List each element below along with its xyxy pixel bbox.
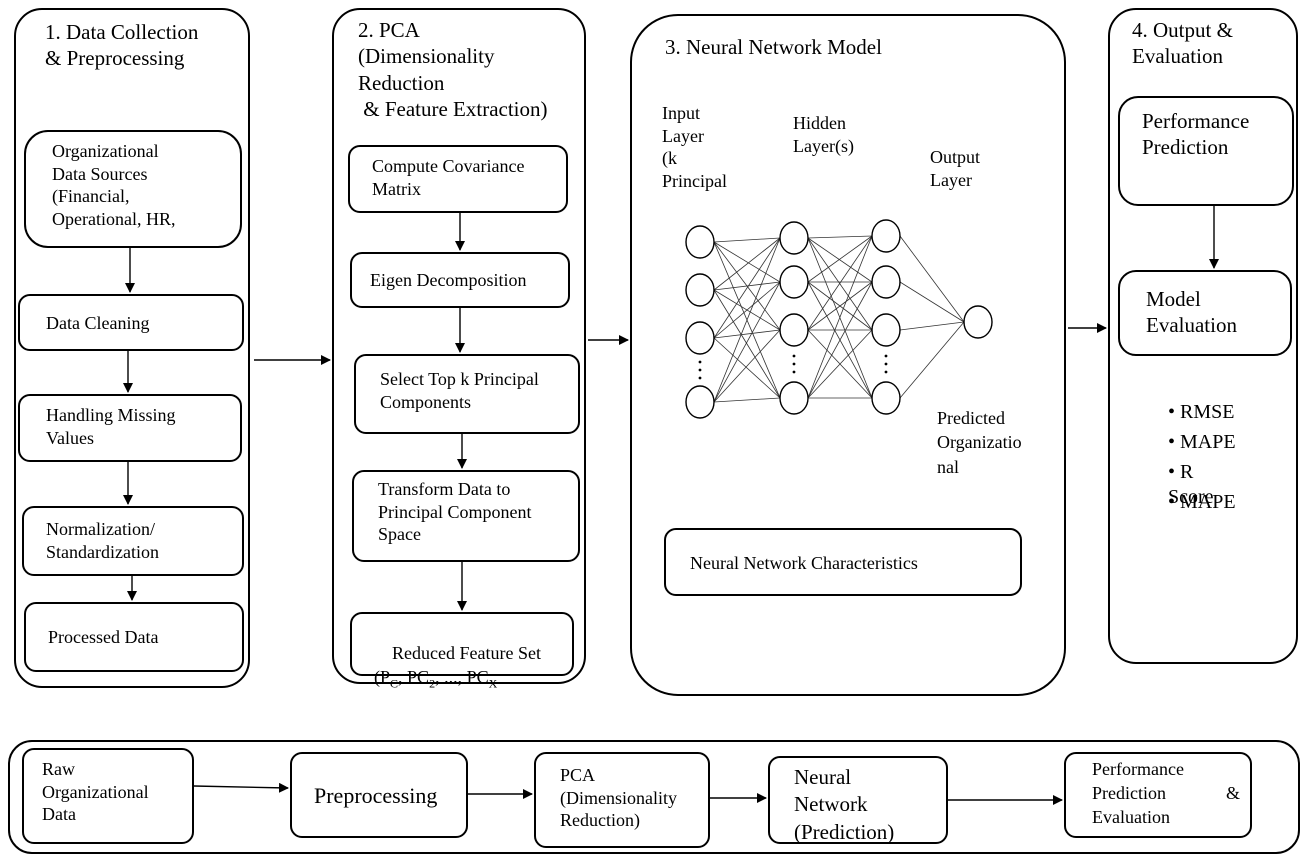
normalization-label: Normalization/ Standardization — [46, 519, 159, 562]
reduced-feature-sub2: 2 — [429, 676, 436, 691]
flow-pca-label: PCA (Dimensionality Reduction) — [560, 765, 677, 830]
output-layer-label: Output Layer — [930, 147, 981, 190]
metric-rmse: RMSE — [1180, 401, 1235, 423]
reduced-feature-pc2: , PC — [398, 666, 430, 687]
flow-pca-box: PCA (Dimensionality Reduction) — [534, 752, 710, 848]
reduced-feature-line1: Reduced Feature Set — [392, 643, 541, 664]
flow-nn-label: Neural Network (Prediction) — [794, 765, 895, 844]
flow-output-line1: Performance — [1092, 759, 1184, 779]
hidden-layer-label: Hidden Layer(s) — [793, 113, 854, 156]
eigen-label: Eigen Decomposition — [370, 270, 527, 290]
reduced-feature-sub3: X — [488, 676, 498, 691]
flow-preprocessing-box: Preprocessing — [290, 752, 468, 838]
select-components-label: Select Top k Principal Components — [380, 369, 539, 412]
reduced-feature-pcx: , ..., PC — [435, 666, 489, 687]
metric-mape-2: MAPE — [1180, 491, 1236, 513]
covariance-label: Compute Covariance Matrix — [372, 156, 525, 199]
flow-preprocessing-label: Preprocessing — [314, 783, 438, 808]
reduced-feature-label: Reduced Feature Set(PC, PC2, ..., PCX — [374, 619, 541, 715]
nn-characteristics-label: Neural Network Characteristics — [690, 553, 918, 573]
reduced-feature-box: Reduced Feature Set(PC, PC2, ..., PCX — [350, 612, 574, 690]
stage3-title: 3. Neural Network Model — [665, 35, 882, 59]
covariance-box: Compute Covariance Matrix — [348, 145, 568, 213]
flow-raw-label: Raw Organizational Data — [42, 759, 149, 824]
processed-data-label: Processed Data — [48, 627, 159, 647]
flow-output-line2b: & — [1226, 783, 1241, 803]
data-cleaning-box: Data Cleaning — [18, 294, 244, 351]
metric-item: • MAPE — [1168, 431, 1236, 453]
performance-prediction-label: Performance Prediction — [1142, 109, 1250, 160]
stage4-title: 4. Output & Evaluation — [1132, 18, 1233, 69]
processed-data-box: Processed Data — [24, 602, 244, 672]
model-evaluation-label: Model Evaluation — [1146, 287, 1237, 338]
nn-characteristics-box: Neural Network Characteristics — [664, 528, 1022, 596]
transform-label: Transform Data to Principal Component Sp… — [378, 479, 532, 544]
eigen-box: Eigen Decomposition — [350, 252, 570, 308]
metric-item: • R Score — [1168, 461, 1214, 508]
missing-values-box: Handling Missing Values — [18, 394, 242, 462]
output-layer-label-wrap: Output Layer — [930, 146, 1010, 194]
stage2-title: 2. PCA (Dimensionality Reduction & Featu… — [358, 18, 548, 121]
select-components-box: Select Top k Principal Components — [354, 354, 580, 434]
flow-output-box: Performance Prediction & Evaluation — [1064, 752, 1252, 838]
transform-box: Transform Data to Principal Component Sp… — [352, 470, 580, 562]
data-sources-label: Organizational Data Sources (Financial, … — [52, 141, 176, 229]
flow-raw-box: Raw Organizational Data — [22, 748, 194, 844]
data-sources-box: Organizational Data Sources (Financial, … — [24, 130, 242, 248]
model-evaluation-box: Model Evaluation — [1118, 270, 1292, 356]
flow-output-line2a: Prediction — [1092, 783, 1166, 803]
reduced-feature-sub1: C — [390, 676, 399, 691]
flow-nn-box: Neural Network (Prediction) — [768, 756, 948, 844]
performance-prediction-box: Performance Prediction — [1118, 96, 1294, 206]
metric-mape: MAPE — [1180, 431, 1236, 453]
input-layer-label-wrap: Input Layer (k Principal — [662, 102, 772, 196]
flow-output-line3: Evaluation — [1092, 807, 1170, 827]
missing-values-label: Handling Missing Values — [46, 405, 176, 448]
input-layer-label: Input Layer (k Principal — [662, 103, 727, 191]
data-cleaning-label: Data Cleaning — [46, 313, 150, 333]
metric-item: • RMSE — [1168, 401, 1235, 423]
metric-item: • MAPE — [1168, 491, 1236, 513]
stage1-title: 1. Data Collection & Preprocessing — [45, 20, 199, 71]
predicted-label: Predicted Organizatio nal — [937, 408, 1022, 477]
normalization-box: Normalization/ Standardization — [22, 506, 244, 576]
reduced-feature-p: (P — [374, 666, 391, 687]
metric-r-score: R Score — [1168, 461, 1214, 508]
